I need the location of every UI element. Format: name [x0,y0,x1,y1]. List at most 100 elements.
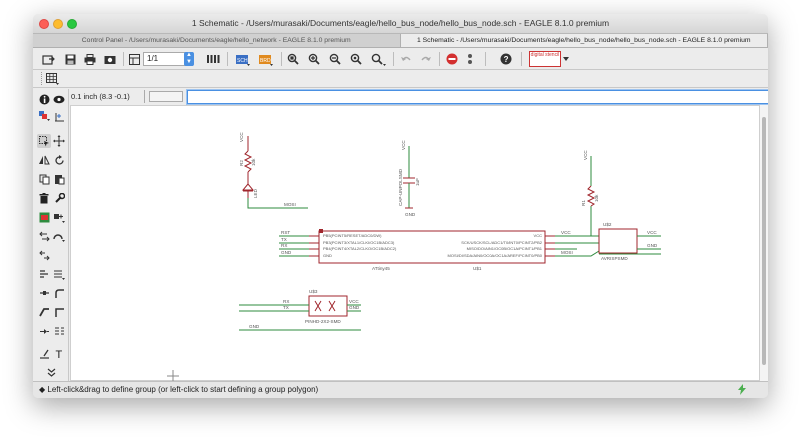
main-toolbar: 1/1 ▲▼ SCH BRD [33,48,768,70]
redo-icon[interactable] [419,51,433,67]
miter-icon[interactable] [52,286,66,300]
line-icon[interactable] [37,346,51,360]
toolbar-separator [227,52,228,66]
r1-vcc-label: VCC [583,150,588,160]
isp-vcc-net-label: VCC [647,230,657,235]
gate-swap-icon[interactable] [37,248,51,262]
tab-schematic[interactable]: 1 Schematic - /Users/murasaki/Documents/… [400,34,768,47]
cap-vcc-label: VCC [401,140,406,150]
brd-icon[interactable]: BRD [257,51,275,67]
sheet-icon[interactable] [128,51,140,67]
cap-name-label: CAP-UNPOLSMD [398,168,403,206]
scrollbar-thumb[interactable] [762,117,766,365]
zoom-redraw-icon[interactable] [349,51,363,67]
sheet-stepper[interactable]: ▲▼ [184,52,194,66]
u3-label: U$3 [309,289,318,294]
rotate-icon[interactable] [52,153,66,167]
open-icon[interactable] [41,51,57,67]
svg-text:BRD: BRD [260,58,271,64]
stop-icon[interactable] [445,51,459,67]
change-icon[interactable] [52,191,66,205]
more-tools-icon[interactable] [44,365,58,379]
rst-net-label: RST [281,230,290,235]
attiny-pin-5: MOSI/DI/SDA/AIN0/OC0A/OC1A/AREF/PCINT0/P… [448,253,543,258]
cap-gnd-label: GND [405,212,416,217]
minimize-window-button[interactable] [53,19,63,29]
move-icon[interactable] [52,134,66,148]
eagle-window: 1 Schematic - /Users/murasaki/Documents/… [33,14,768,398]
zoom-fit-icon[interactable] [286,51,300,67]
undo-icon[interactable] [399,51,413,67]
zoom-in-icon[interactable] [307,51,321,67]
split-icon[interactable] [52,267,66,281]
invoke-icon[interactable] [52,229,66,243]
mosi-net-label: MOSI [284,202,296,207]
attiny-vcc-net-label: VCC [561,230,571,235]
tx-net-label: TX [281,237,287,242]
grid-icon[interactable] [45,71,61,87]
text-icon[interactable]: T [52,346,66,360]
r2-name-label: R2 [239,160,244,166]
cap-value-label: 1uF [415,178,420,186]
zoom-select-icon[interactable] [370,51,388,67]
show-icon[interactable] [52,92,66,106]
parameter-toolbar [33,70,768,88]
display-layers-icon[interactable] [37,109,51,123]
tab-control-panel[interactable]: Control Panel - /Users/murasaki/Document… [33,34,401,47]
rx-net-label: RX [281,243,287,248]
schematic-canvas[interactable]: VCC R2 10k LED MOSI VCC CAP-UNPOLSMD 1uF… [70,105,760,382]
toolbar-separator [393,52,394,66]
svg-text:T: T [55,349,62,359]
design-link-logo[interactable]: digital stencil [529,51,561,67]
sheet-select[interactable]: 1/1 [143,52,193,66]
align-icon[interactable] [37,267,51,281]
grid-coordinate-readout: 0.1 inch (8.3 -0.1) [69,90,145,103]
coordinate-field[interactable] [149,91,183,102]
command-line-input[interactable] [187,90,768,104]
wire-icon[interactable] [37,286,51,300]
save-icon[interactable] [63,51,77,67]
replace-icon[interactable] [52,210,66,224]
help-icon[interactable]: ? [499,51,513,67]
info-icon[interactable] [37,92,51,106]
grid-bars-icon[interactable] [205,51,221,67]
junction-icon[interactable] [37,324,51,338]
pin-swap-icon[interactable] [37,229,51,243]
zoom-out-icon[interactable] [328,51,342,67]
paste-icon[interactable] [52,172,66,186]
r2-value-label: 10k [251,158,256,166]
tool-sidebar: T [33,89,69,381]
net-icon[interactable] [37,305,51,319]
r2-vcc-label: VCC [239,132,244,142]
delete-icon[interactable] [37,191,51,205]
lightning-icon[interactable] [738,384,746,398]
group-select-icon[interactable] [37,134,51,148]
go-icon[interactable] [465,51,475,67]
bus-icon[interactable] [52,305,66,319]
hdr-tx-net-label: TX [283,305,289,310]
sch-to-brd-icon[interactable]: SCH [234,51,252,67]
attiny-device-label: ATtiny45 [372,266,390,271]
copy-icon[interactable] [37,172,51,186]
print-icon[interactable] [83,51,97,67]
attiny-pin-3: PB4(PCINT4/XTAL2/CLKO/OC1B/ADC2) [323,246,397,251]
attiny-pin-4: GND [323,253,332,258]
canvas-vertical-scrollbar[interactable] [760,105,768,381]
r1-value-label: 10k [594,194,599,202]
hdr-rx-net-label: RX [283,299,289,304]
logo-dropdown-icon[interactable] [562,51,570,67]
mark-icon[interactable] [52,109,66,123]
erc-icon[interactable] [52,324,66,338]
attiny-pin-8: VCC [534,233,543,238]
title-bar: 1 Schematic - /Users/murasaki/Documents/… [33,14,768,34]
cam-icon[interactable] [103,51,117,67]
zoom-window-button[interactable] [67,19,77,29]
toolbar-separator [521,52,522,66]
close-window-button[interactable] [39,19,49,29]
gnd-net-label: GND [281,250,292,255]
toolbar-separator [281,52,282,66]
mirror-icon[interactable] [37,153,51,167]
tab-bar: Control Panel - /Users/murasaki/Document… [33,34,768,48]
add-part-icon[interactable] [37,210,51,224]
command-row: 0.1 inch (8.3 -0.1) [69,89,768,105]
